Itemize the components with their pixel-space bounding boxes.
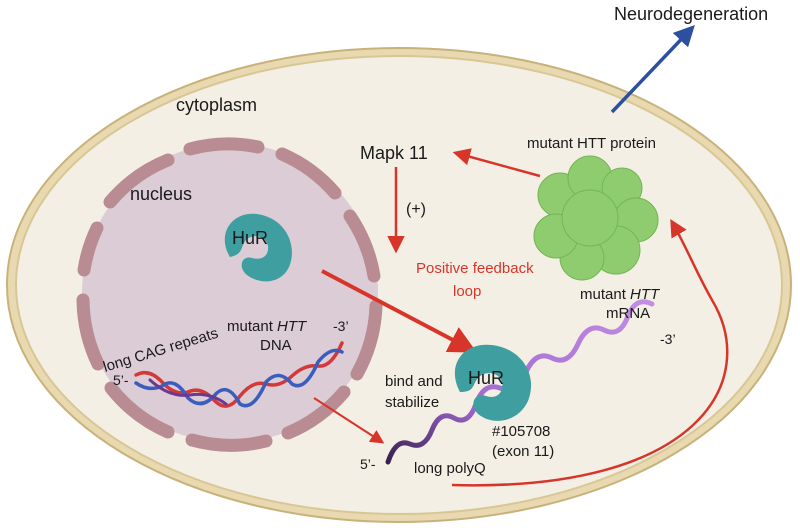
mrna-label-line2: mRNA [606, 305, 650, 322]
nucleus-label: nucleus [130, 184, 192, 204]
nuclear-envelope [76, 137, 383, 452]
bind-stabilize-label-line2: stabilize [385, 394, 439, 411]
positive-feedback-label-line1: Positive feedback [416, 260, 534, 277]
dna-to-mrna-arrow [313, 397, 385, 444]
plus-label: (+) [406, 201, 426, 218]
site-exon-label: (exon 11) [492, 443, 554, 460]
hur-cytoplasm-label: HuR [468, 368, 504, 388]
long-polyq-label: long polyQ [414, 460, 486, 477]
cytoplasm-label: cytoplasm [176, 95, 257, 115]
mapk-label: Mapk 11 [360, 143, 428, 163]
site-id-label: #105708 [492, 423, 550, 440]
mrna-3prime-label: -3’ [660, 331, 676, 347]
mrna-label-gene: HTT [630, 286, 661, 303]
dna-label-prefix: mutant [227, 318, 277, 335]
dna-strand-red [134, 341, 344, 408]
neurodegeneration-label: Neurodegeneration [614, 4, 768, 24]
mutant-htt-dna-label: mutant HTT [227, 318, 308, 335]
dna-label-line2: DNA [260, 337, 292, 354]
dna-5prime-label: 5’- [113, 372, 129, 388]
neurodegeneration-arrow [610, 24, 695, 114]
dna-strand-blue [134, 348, 344, 408]
dna-strand-purple [148, 378, 228, 406]
bind-stabilize-label-line1: bind and [385, 373, 443, 390]
hur-nucleus-label: HuR [232, 228, 268, 248]
hur-translocation-arrow [321, 269, 477, 353]
hur-nucleus-shape [224, 213, 292, 282]
mrna-label-prefix: mutant [580, 286, 630, 303]
dna-3prime-label: -3’ [333, 318, 349, 334]
mutant-htt-protein-aggregate [533, 155, 659, 281]
positive-feedback-label-line2: loop [453, 283, 481, 300]
mutant-htt-mrna-label: mutant HTT [580, 286, 661, 303]
dna-double-helix [134, 341, 344, 408]
translation-arrow [451, 218, 729, 487]
dna-label-gene: HTT [277, 318, 308, 335]
mutant-htt-protein-label: mutant HTT protein [527, 135, 656, 152]
hur-cytoplasm-shape [454, 344, 532, 421]
protein-to-mapk-arrow [452, 148, 541, 178]
mrna-5prime-label: 5’- [360, 456, 376, 472]
